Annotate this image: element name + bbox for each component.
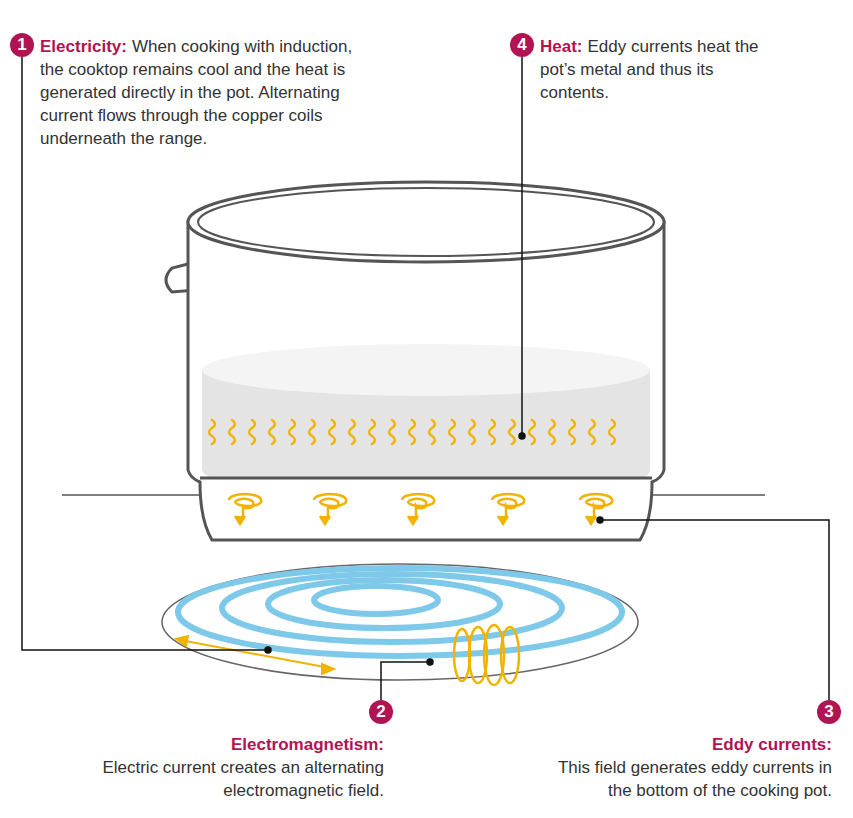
callout-body: This field generates eddy currents in th… [558,758,832,800]
callout-text: Electricity:When cooking with induction,… [40,35,380,150]
callout-heading: Heat: [540,37,583,56]
current-arrows [176,636,334,674]
callout-heading: Eddy currents: [540,733,832,756]
callout-number: 4 [510,33,534,57]
callout-number-text: 3 [824,702,833,722]
leader-lines [22,57,829,700]
callout-number-text: 1 [17,35,26,55]
pot-body [188,222,664,540]
pot-rim-inner [198,188,654,256]
callout-text: Electromagnetism:Electric current create… [100,733,384,802]
water-surface [202,344,650,396]
callout-number-text: 2 [376,702,385,722]
magnetic-field-loops [454,625,519,685]
pot-base-line [200,477,652,480]
eddy-current-spirals [229,494,612,524]
callout-heading: Electricity: [40,37,127,56]
copper-coil [178,568,622,656]
callout-text: Eddy currents:This field generates eddy … [540,733,832,802]
callout-number: 3 [817,700,841,724]
callout-body: Electric current creates an alternating … [102,758,384,800]
heat-waves [209,420,615,444]
callout-number: 2 [369,700,393,724]
callout-heading: Electromagnetism: [100,733,384,756]
callout-number-text: 4 [517,35,526,55]
pot-rim [188,182,664,262]
callout-text: Heat:Eddy currents heat the pot’s metal … [540,35,780,104]
callout-number: 1 [10,33,34,57]
